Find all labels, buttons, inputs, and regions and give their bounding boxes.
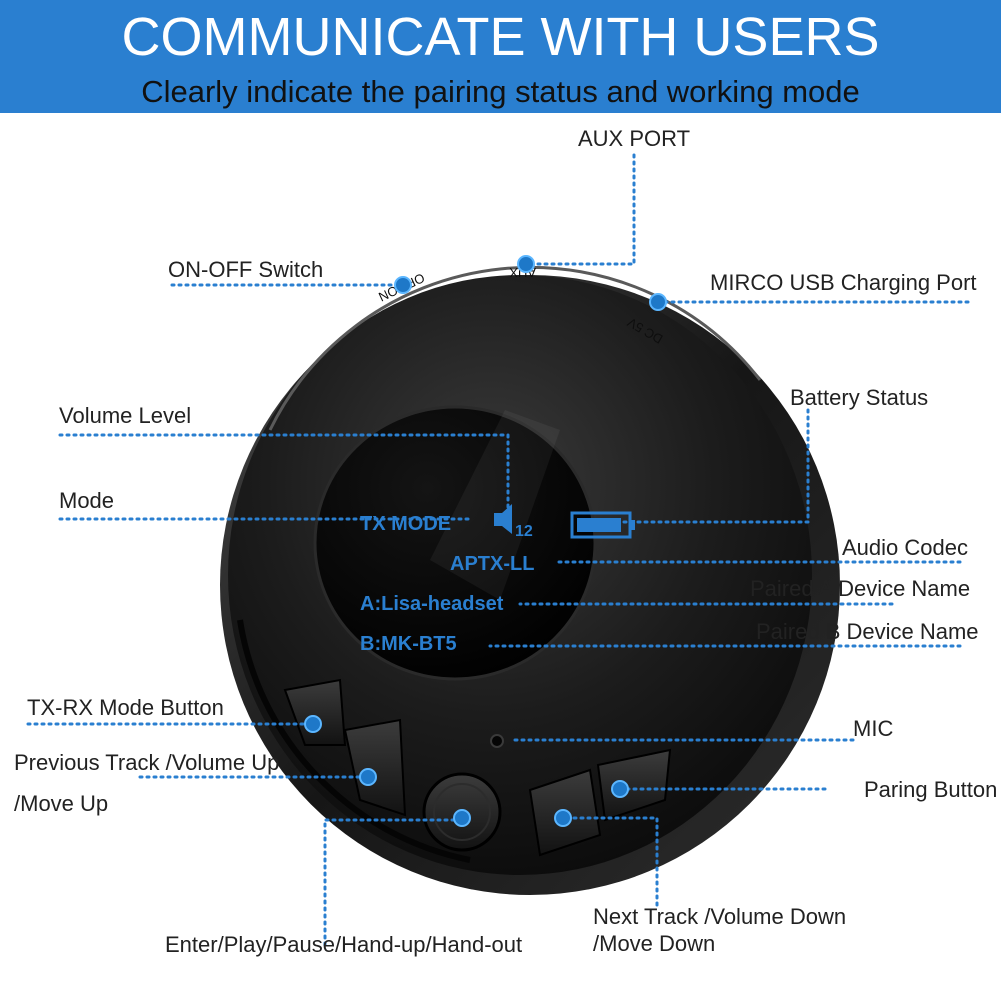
label-paired-b: Paired B Device Name [756, 619, 979, 644]
page-subtitle: Clearly indicate the pairing status and … [141, 74, 860, 109]
aux-dot [517, 255, 535, 273]
pair-dot [611, 780, 629, 798]
header-banner: COMMUNICATE WITH USERS Clearly indicate … [0, 0, 1001, 113]
enter-dot [453, 809, 471, 827]
screen-codec-text: APTX-LL [450, 553, 534, 575]
label-paring-button: Paring Button [864, 777, 998, 802]
tx-rx-mode-button[interactable] [283, 678, 347, 746]
mic-hole [490, 734, 504, 748]
oled-screen: TX MODE 12 APTX-LL A:Lisa-headset B:MK-B… [313, 405, 635, 681]
label-next-track-line1: Next Track /Volume Down [593, 904, 847, 929]
screen-mode-text: TX MODE [360, 513, 451, 535]
label-tx-rx-button: TX-RX Mode Button [27, 695, 224, 720]
callout-dots [304, 255, 667, 827]
switch-dot [394, 276, 412, 294]
label-enter-play: Enter/Play/Pause/Hand-up/Hand-out [165, 932, 523, 957]
leader-lines [26, 153, 972, 947]
label-aux-port: AUX PORT [578, 126, 691, 151]
next-dot [554, 809, 572, 827]
label-prev-track-line2: /Move Up [14, 791, 109, 816]
label-mode: Mode [59, 488, 115, 513]
prev-dot [359, 768, 377, 786]
label-micro-usb: MIRCO USB Charging Port [710, 270, 977, 295]
screen-volume-text: 12 [515, 523, 533, 540]
tx-rx-dot [304, 715, 322, 733]
label-next-track-line2: /Move Down [593, 931, 716, 956]
previous-track-button[interactable] [343, 718, 407, 817]
label-mic: MIC [853, 716, 894, 741]
label-prev-track-line1: Previous Track /Volume Up [14, 750, 280, 775]
usb-dot [649, 293, 667, 311]
label-battery-status: Battery Status [790, 385, 929, 410]
label-on-off-switch: ON-OFF Switch [168, 257, 324, 282]
page-title: COMMUNICATE WITH USERS [121, 7, 880, 67]
label-audio-codec: Audio Codec [842, 535, 968, 560]
screen-paired-a-text: A:Lisa-headset [360, 593, 504, 615]
screen-paired-b-text: B:MK-BT5 [360, 633, 457, 655]
pairing-button[interactable] [596, 748, 672, 822]
label-volume-level: Volume Level [59, 403, 192, 428]
label-paired-a: Paired A Device Name [750, 576, 971, 601]
